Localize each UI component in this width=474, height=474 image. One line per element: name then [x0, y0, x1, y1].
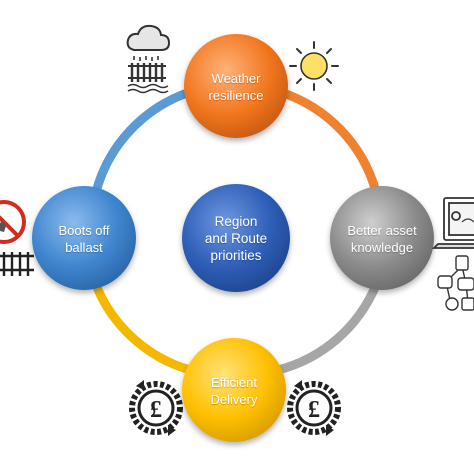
- pound-cycle-icon: £: [129, 380, 183, 436]
- weather-label-line1: Weather: [211, 71, 261, 86]
- center-label-line2: and Route: [204, 230, 268, 246]
- rain-cloud-on-track-icon: [126, 24, 171, 94]
- no-entry-on-track-icon: [0, 200, 34, 276]
- weather-label-line2: resilience: [208, 88, 264, 103]
- center-label-line1: Region: [214, 213, 258, 229]
- pound-symbol: £: [150, 397, 162, 423]
- sun-icon: [289, 41, 339, 91]
- connected-devices-icon: [437, 255, 474, 311]
- node-better-asset-knowledge: [330, 186, 434, 290]
- delivery-label-line2: Delivery: [210, 392, 258, 407]
- pound-symbol: £: [308, 397, 320, 423]
- delivery-label-line1: Efficient: [210, 375, 257, 390]
- laptop-icon: [431, 197, 474, 249]
- boots-label-line1: Boots off: [58, 223, 110, 238]
- center-label-line3: priorities: [210, 247, 262, 263]
- ring-arc-delivery-to-boots: [91, 280, 195, 375]
- boots-label-line2: ballast: [65, 240, 103, 255]
- ring-arc-boots-to-weather: [91, 87, 195, 197]
- node-efficient-delivery: [182, 338, 286, 442]
- weather-resilience-label: Weather resilience: [186, 62, 286, 112]
- ring-arc-weather-to-asset: [275, 87, 381, 197]
- asset-label-line1: Better asset: [347, 223, 417, 238]
- node-boots-off-ballast: [32, 186, 136, 290]
- asset-label-line2: knowledge: [350, 240, 414, 255]
- node-weather-resilience: [184, 34, 288, 138]
- connecting-ring: [91, 87, 381, 375]
- better-asset-knowledge-label: Better asset knowledge: [330, 214, 434, 264]
- boots-off-ballast-label: Boots off ballast: [34, 214, 134, 264]
- ring-arc-asset-to-delivery: [273, 280, 381, 375]
- pound-cycle-icon: £: [287, 380, 341, 436]
- node-region-route-priorities: [182, 184, 290, 292]
